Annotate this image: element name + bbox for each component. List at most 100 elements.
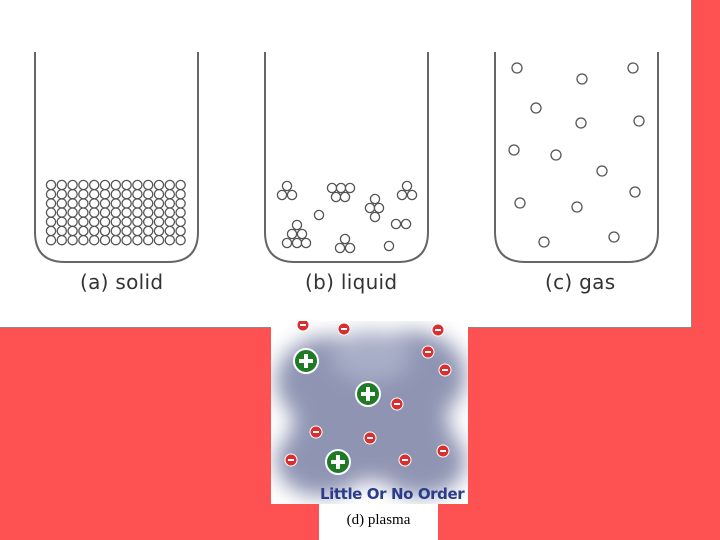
solid-particle (100, 236, 109, 245)
solid-particle (133, 226, 142, 235)
solid-particle (100, 226, 109, 235)
positive-ion (326, 450, 350, 474)
liquid-particle (327, 183, 336, 192)
liquid-particle (292, 238, 301, 247)
states-of-matter-panel: (a) solid (b) liquid (c) gas (0, 0, 692, 328)
plasma-graphic (271, 321, 468, 504)
solid-particle (133, 217, 142, 226)
solid-particle (57, 217, 66, 226)
liquid-particle (277, 190, 286, 199)
liquid-particle (384, 241, 393, 250)
liquid-particle (374, 203, 383, 212)
solid-particle (111, 180, 120, 189)
solid-particle (111, 199, 120, 208)
liquid-particle (370, 212, 379, 221)
negative-charge (439, 364, 451, 376)
negative-charge (297, 321, 309, 331)
solid-particle (57, 180, 66, 189)
solid-particle (90, 236, 99, 245)
solid-particle (133, 236, 142, 245)
gas-particle (509, 145, 519, 155)
solid-particle (100, 180, 109, 189)
gas-particle (634, 116, 644, 126)
solid-particle (165, 236, 174, 245)
solid-particle (122, 236, 131, 245)
solid-particle (57, 190, 66, 199)
solid-particle (90, 190, 99, 199)
liquid-particle (340, 192, 349, 201)
gas-particle (597, 166, 607, 176)
solid-particle (165, 180, 174, 189)
gas-label: (c) gas (545, 270, 615, 294)
solid-particle (46, 199, 55, 208)
solid-particle (122, 199, 131, 208)
solid-particle (154, 208, 163, 217)
solid-particle (90, 208, 99, 217)
negative-charge (364, 432, 376, 444)
solid-particle (176, 217, 185, 226)
negative-charge (391, 398, 403, 410)
liquid-particle (402, 181, 411, 190)
plasma-label: (d) plasma (319, 504, 438, 540)
solid-particle (144, 236, 153, 245)
solid-particle (154, 236, 163, 245)
solid-particle (122, 190, 131, 199)
liquid-particle (314, 210, 323, 219)
solid-particle (144, 199, 153, 208)
liquid-particle (345, 243, 354, 252)
solid-particle (79, 199, 88, 208)
solid-particle (79, 226, 88, 235)
negative-charge (432, 324, 444, 336)
solid-particle (154, 226, 163, 235)
solid-particle (79, 180, 88, 189)
solid-particle (133, 208, 142, 217)
solid-particle (122, 217, 131, 226)
liquid-particle (370, 194, 379, 203)
solid-particle (122, 208, 131, 217)
solid-particle (46, 190, 55, 199)
gas-particle (539, 237, 549, 247)
solid-particle (176, 199, 185, 208)
solid-particle (79, 236, 88, 245)
solid-particle (144, 190, 153, 199)
gas-particle (531, 103, 541, 113)
solid-particle (90, 180, 99, 189)
solid-particle (68, 208, 77, 217)
liquid-particle (297, 229, 306, 238)
solid-particle (100, 190, 109, 199)
solid-particle (144, 180, 153, 189)
gas-particle (609, 232, 619, 242)
solid-particle (79, 190, 88, 199)
solid-particle (90, 226, 99, 235)
order-note: Little Or No Order (320, 485, 464, 503)
solid-particle (154, 199, 163, 208)
liquid-particle (340, 234, 349, 243)
gas-particle (515, 198, 525, 208)
solid-particle-lattice (46, 180, 185, 244)
solid-particle (154, 190, 163, 199)
solid-particle (133, 180, 142, 189)
solid-particle (46, 208, 55, 217)
gas-particle (576, 118, 586, 128)
solid-particle (176, 208, 185, 217)
solid-particle (68, 190, 77, 199)
liquid-particle (407, 190, 416, 199)
solid-particle (111, 236, 120, 245)
positive-ion (294, 349, 318, 373)
solid-particle (154, 180, 163, 189)
liquid-particle (282, 181, 291, 190)
solid-particle (165, 190, 174, 199)
solid-particle (154, 217, 163, 226)
solid-particle (122, 180, 131, 189)
gas-particle (630, 187, 640, 197)
gas-particle (577, 74, 587, 84)
solid-particle (100, 208, 109, 217)
gas-particles (509, 63, 644, 247)
gas-particle (572, 202, 582, 212)
negative-charge (422, 346, 434, 358)
solid-particle (144, 217, 153, 226)
liquid-particle (401, 219, 410, 228)
solid-label: (a) solid (80, 270, 163, 294)
liquid-particle (331, 192, 340, 201)
solid-particle (165, 208, 174, 217)
